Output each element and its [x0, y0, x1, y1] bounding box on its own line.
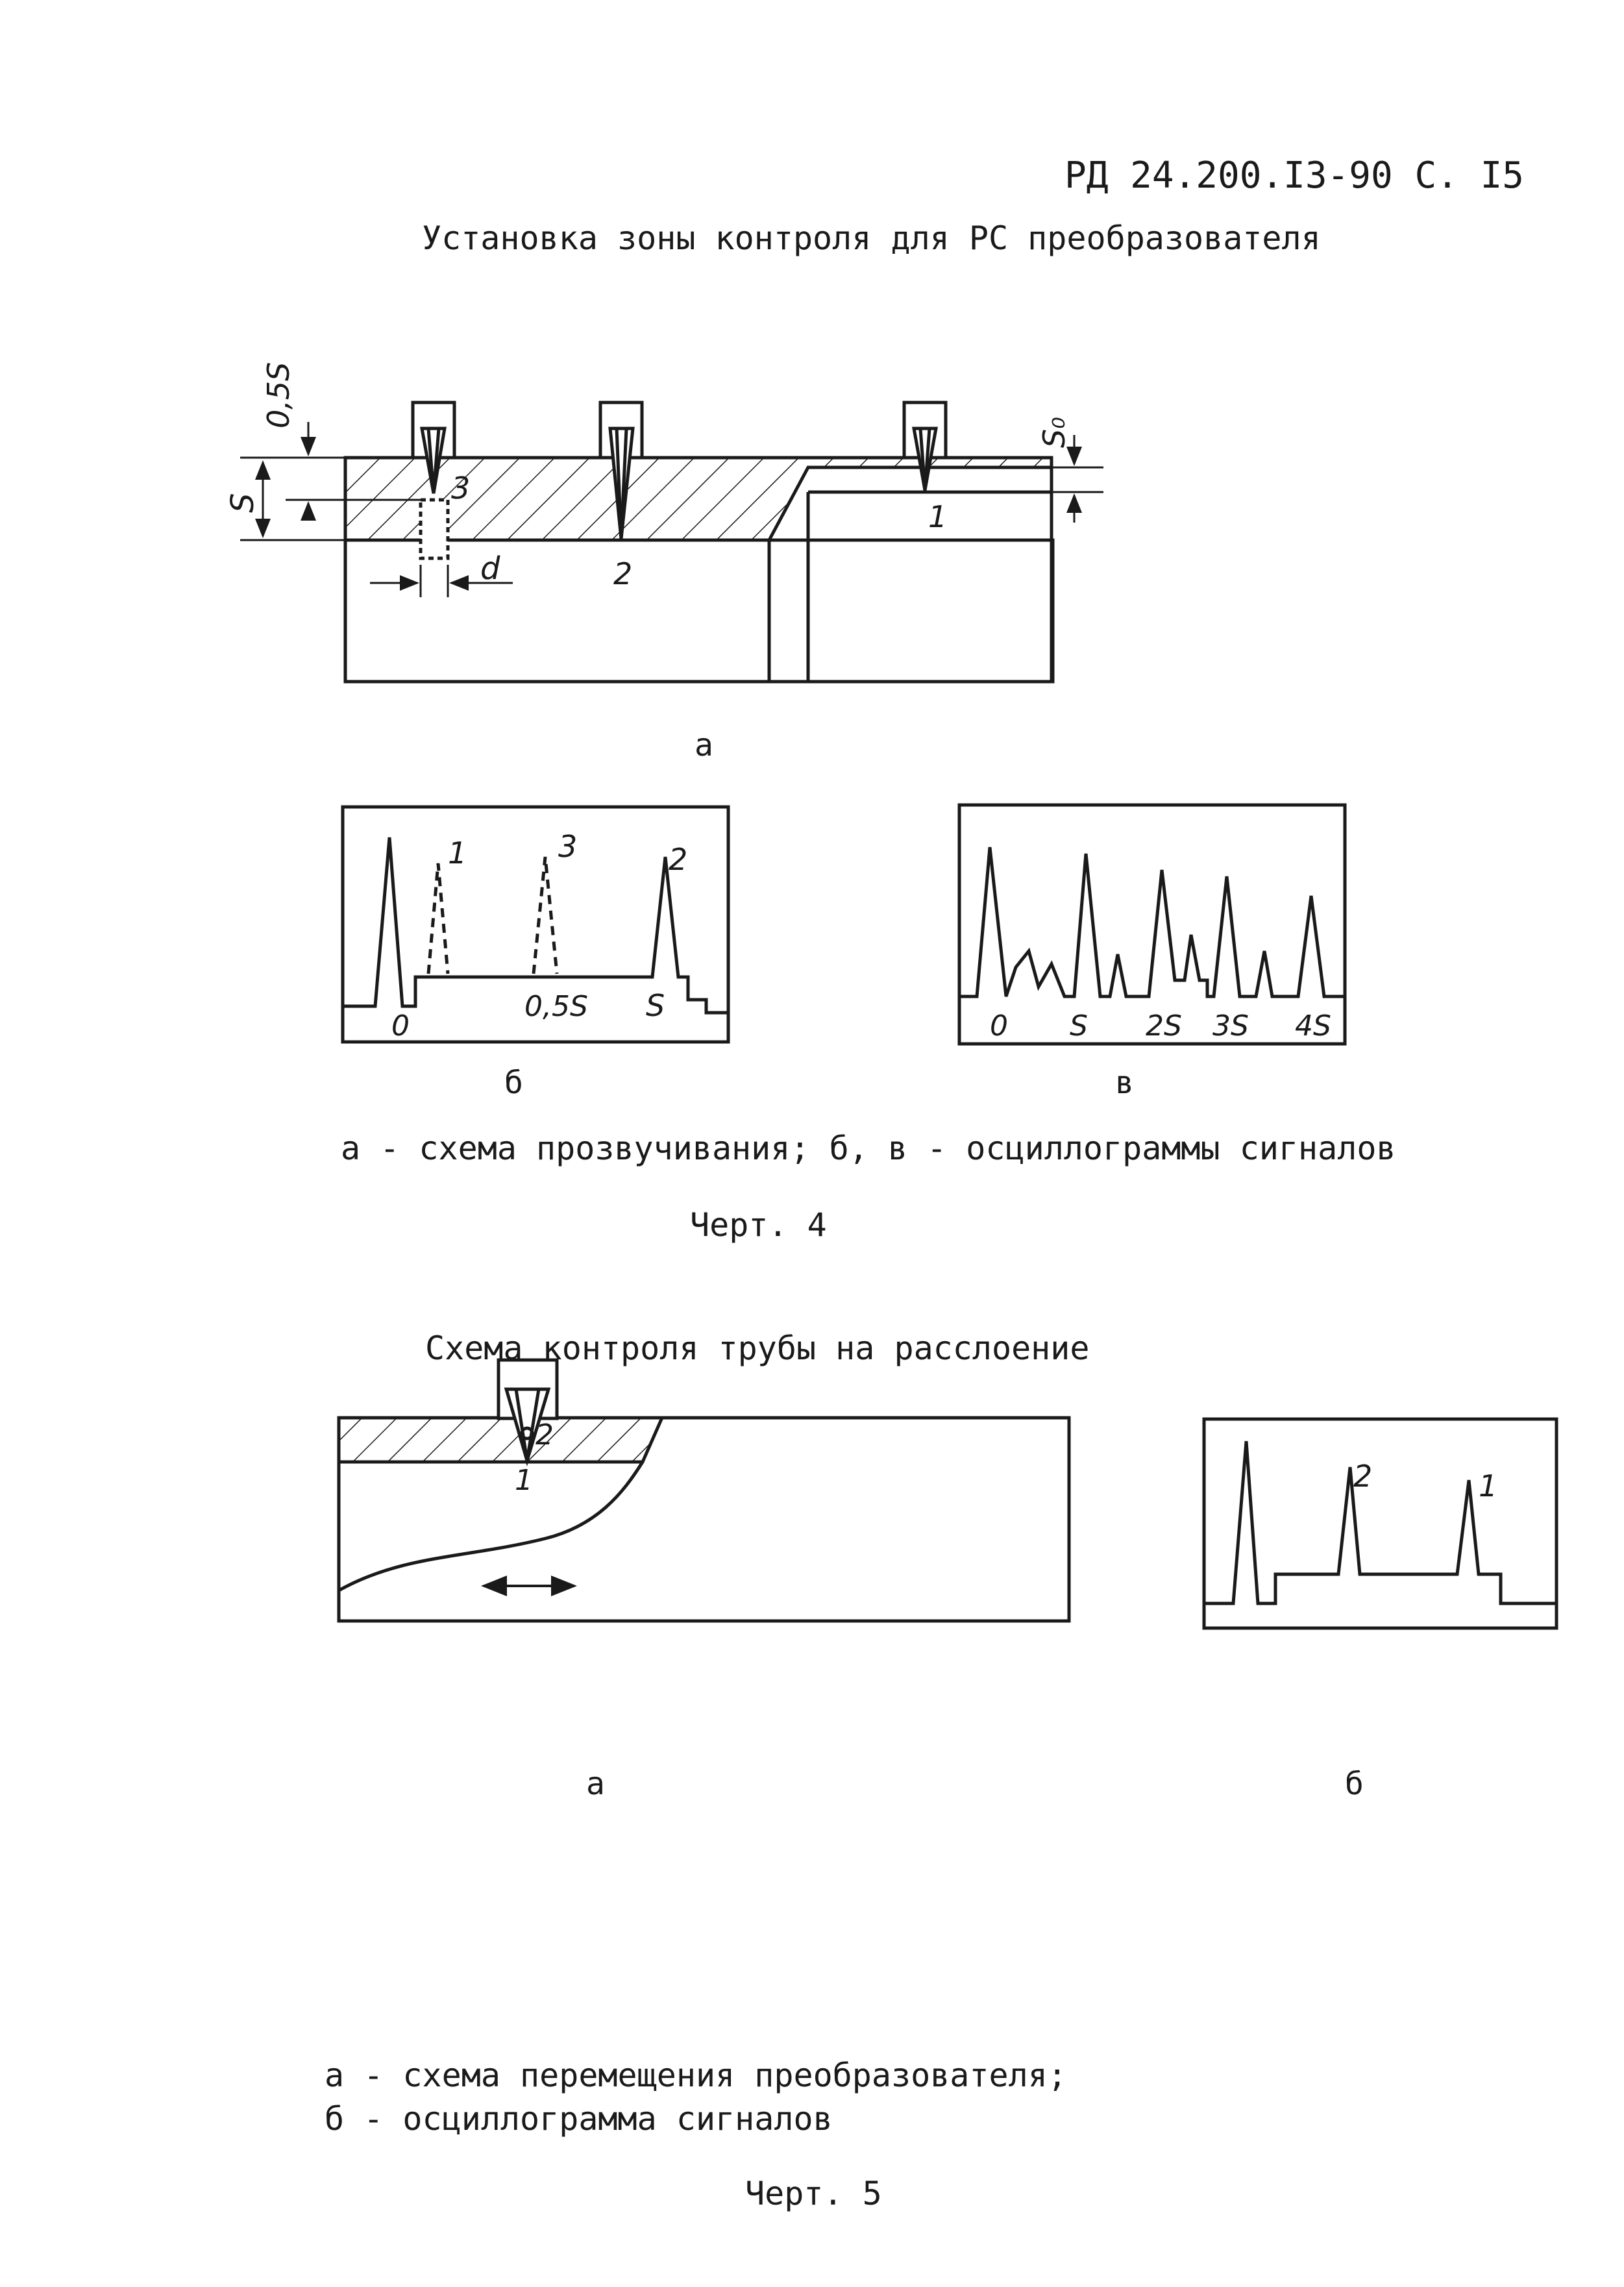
fig4-osc-v-tick-0: 0 — [990, 1009, 1008, 1043]
fig4-osc-v-tick-4s: 4S — [1295, 1009, 1331, 1043]
fig4-osc-b-peak-label-1: 1 — [448, 835, 467, 871]
fig4-hole-reflector — [419, 498, 450, 560]
fig4-caption: а - схема прозвучивания; б, в - осциллог… — [341, 1130, 1396, 1167]
fig5-label-b: б — [1345, 1766, 1364, 1802]
fig4-osc-b-tick-0: 0 — [391, 1009, 410, 1043]
page-header: РД 24.200.I3-90 С. I5 — [1064, 155, 1525, 197]
fig5-caption-line2: б - осциллограмма сигналов — [325, 2100, 833, 2138]
fig5-osc-b-peak-label-2: 2 — [1353, 1459, 1372, 1494]
fig4-osc-v — [957, 803, 1347, 1046]
fig4-probe-1 — [902, 401, 948, 491]
fig4-label-2: 2 — [613, 556, 632, 591]
fig4-name: Черт. 4 — [690, 1206, 827, 1244]
fig5-label-a: а — [586, 1766, 605, 1802]
fig5-osc-b-trace — [1204, 1440, 1556, 1605]
fig4-osc-b-peak-3 — [532, 856, 559, 974]
fig4-osc-b-tick-half-s: 0,5S — [524, 990, 588, 1023]
fig4-osc-b-peak-1 — [426, 863, 450, 974]
fig4-osc-v-trace — [959, 847, 1345, 998]
fig4-pipe-body — [343, 538, 1055, 684]
fig4-label-half-s: 0,5S — [261, 362, 296, 428]
fig5-name: Черт. 5 — [745, 2175, 882, 2212]
fig5-caption-line1: а - схема перемещения преобразователя; — [325, 2057, 1067, 2094]
fig5-scheme — [337, 1358, 1071, 1623]
figure4-title: Установка зоны контроля для РС преобразо… — [422, 219, 1321, 257]
fig5-pipe-body — [337, 1416, 1071, 1623]
fig5-delamination-edge — [338, 1461, 645, 1592]
fig5-hatched-layer — [337, 1416, 665, 1464]
fig4-label-s0: S₀ — [1037, 417, 1072, 448]
fig5-label-1: 1 — [515, 1464, 533, 1497]
fig4-label-b: б — [504, 1065, 523, 1101]
fig4-osc-b-peak-label-2: 2 — [669, 842, 687, 877]
fig4-osc-v-tick-s: S — [1070, 1009, 1088, 1043]
fig5-reflector-2 — [520, 1426, 534, 1440]
fig5-osc-b — [1202, 1417, 1558, 1630]
fig4-osc-v-tick-2s: 2S — [1146, 1009, 1182, 1043]
fig5-osc-b-peak-label-1: 1 — [1479, 1468, 1497, 1503]
fig4-osc-b — [341, 805, 730, 1044]
fig4-osc-b-tick-s: S — [646, 988, 665, 1023]
fig4-osc-b-trace — [343, 837, 728, 1015]
fig4-label-1: 1 — [928, 499, 947, 534]
figure5-title: Схема контроля трубы на расслоение — [425, 1329, 1090, 1367]
fig4-osc-b-peak-label-3: 3 — [558, 829, 577, 864]
fig5-probe — [497, 1358, 559, 1466]
fig4-label-d: d — [480, 550, 500, 587]
fig4-probe-3 — [411, 401, 456, 494]
fig4-scheme — [240, 401, 1103, 684]
fig4-label-v: в — [1115, 1065, 1134, 1101]
fig4-probe-2 — [598, 401, 644, 539]
fig4-label-3: 3 — [451, 471, 470, 506]
fig4-label-a: а — [695, 727, 713, 763]
fig5-label-2: 2 — [535, 1418, 554, 1452]
fig4-label-s: S — [225, 493, 261, 513]
fig4-osc-v-tick-3s: 3S — [1212, 1009, 1249, 1043]
